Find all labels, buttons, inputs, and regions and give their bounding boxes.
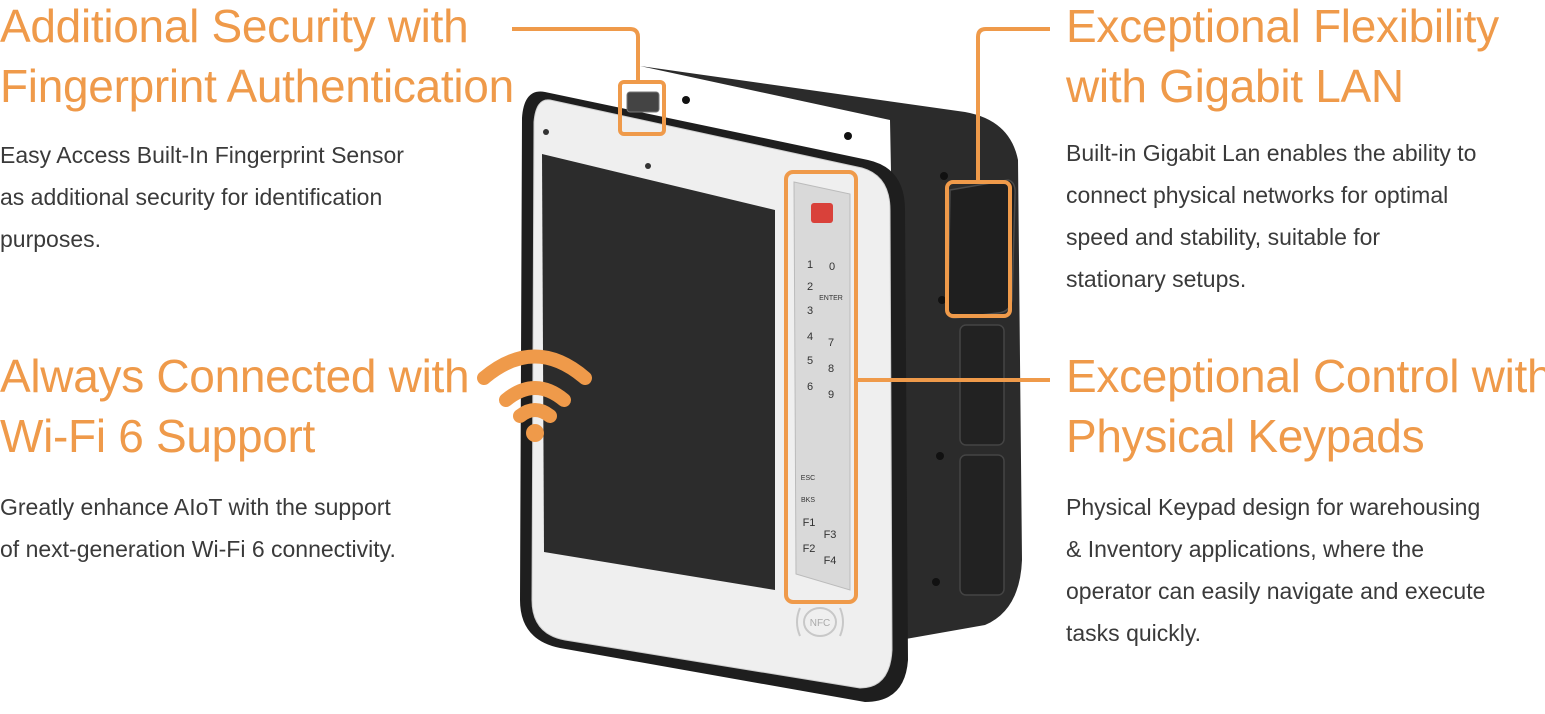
keypad-key-label: BKS (801, 497, 815, 504)
wifi-icon (477, 349, 592, 442)
keypad-key-label: F1 (803, 517, 816, 529)
feature-fingerprint: Additional Security with Fingerprint Aut… (0, 0, 514, 260)
keypad-key-label: 5 (807, 355, 813, 367)
keypad-key-label: F4 (824, 555, 837, 567)
fingerprint-sensor (626, 91, 660, 113)
keypad-key-label: 8 (828, 363, 834, 375)
keypad-key-label: 1 (807, 259, 813, 271)
desc-line: Easy Access Built-In Fingerprint Sensor (0, 142, 404, 168)
title-line: Fingerprint Authentication (0, 60, 514, 112)
title-line: Wi-Fi 6 Support (0, 410, 316, 462)
callout-fingerprint-line (512, 27, 640, 82)
desc-line: of next-generation Wi-Fi 6 connectivity. (0, 536, 396, 562)
title-line: Additional Security with (0, 0, 469, 52)
keypad-key-label: 4 (807, 331, 813, 343)
desc-line: connect physical networks for optimal (1066, 182, 1449, 208)
feature-lan-title: Exceptional Flexibility with Gigabit LAN (1066, 0, 1499, 116)
feature-wifi-title: Always Connected with Wi-Fi 6 Support (0, 346, 470, 466)
desc-line: speed and stability, suitable for (1066, 224, 1381, 250)
desc-line: Greatly enhance AIoT with the support (0, 494, 391, 520)
feature-lan: Exceptional Flexibility with Gigabit LAN… (1066, 0, 1499, 300)
desc-line: & Inventory applications, where the (1066, 536, 1424, 562)
desc-line: Built-in Gigabit Lan enables the ability… (1066, 140, 1477, 166)
desc-line: tasks quickly. (1066, 620, 1202, 646)
feature-keypad: Exceptional Control with Physical Keypad… (1066, 346, 1545, 654)
power-icon (811, 203, 833, 223)
desc-line: Physical Keypad design for warehousing (1066, 494, 1481, 520)
keypad-panel (793, 181, 851, 591)
keypad-key-label: ESC (801, 475, 815, 482)
nfc-label: NFC (810, 618, 831, 629)
keypad-key-label: 0 (829, 261, 835, 273)
feature-lan-description: Built-in Gigabit Lan enables the ability… (1066, 132, 1499, 300)
keypad-key-label: 2 (807, 281, 813, 293)
desc-line: as additional security for identificatio… (0, 184, 383, 210)
keypad-key-label: 6 (807, 381, 813, 393)
feature-keypad-description: Physical Keypad design for warehousing &… (1066, 486, 1545, 654)
nfc-icon: NFC (796, 607, 844, 637)
tablet-screen (542, 154, 775, 590)
feature-fingerprint-description: Easy Access Built-In Fingerprint Sensor … (0, 134, 514, 260)
keypad-key-label: 7 (828, 337, 834, 349)
tablet-rear-body (640, 66, 1022, 640)
keypad-key-label: ENTER (819, 295, 843, 302)
title-line: Exceptional Control with (1066, 350, 1545, 402)
feature-wifi: Always Connected with Wi-Fi 6 Support Gr… (0, 346, 470, 570)
desc-line: stationary setups. (1066, 266, 1247, 292)
callouts (512, 27, 1050, 604)
feature-keypad-title: Exceptional Control with Physical Keypad… (1066, 346, 1545, 466)
keypad-key-label: 3 (807, 305, 813, 317)
callout-lan-box (945, 180, 1012, 318)
title-line: with Gigabit LAN (1066, 60, 1404, 112)
title-line: Exceptional Flexibility (1066, 0, 1499, 52)
keypad-key-label: F2 (803, 543, 816, 555)
tablet-front: NFC (520, 91, 908, 702)
callout-fingerprint-box (618, 80, 666, 136)
callout-keypad-box (784, 170, 858, 604)
title-line: Always Connected with (0, 350, 470, 402)
desc-line: operator can easily navigate and execute (1066, 578, 1486, 604)
keypad-key-label: F3 (824, 529, 837, 541)
desc-line: purposes. (0, 226, 102, 252)
title-line: Physical Keypads (1066, 410, 1425, 462)
feature-wifi-description: Greatly enhance AIoT with the support of… (0, 486, 469, 570)
callout-lan-line (976, 27, 1050, 182)
keypad-key-label: 9 (828, 389, 834, 401)
feature-fingerprint-title: Additional Security with Fingerprint Aut… (0, 0, 514, 116)
